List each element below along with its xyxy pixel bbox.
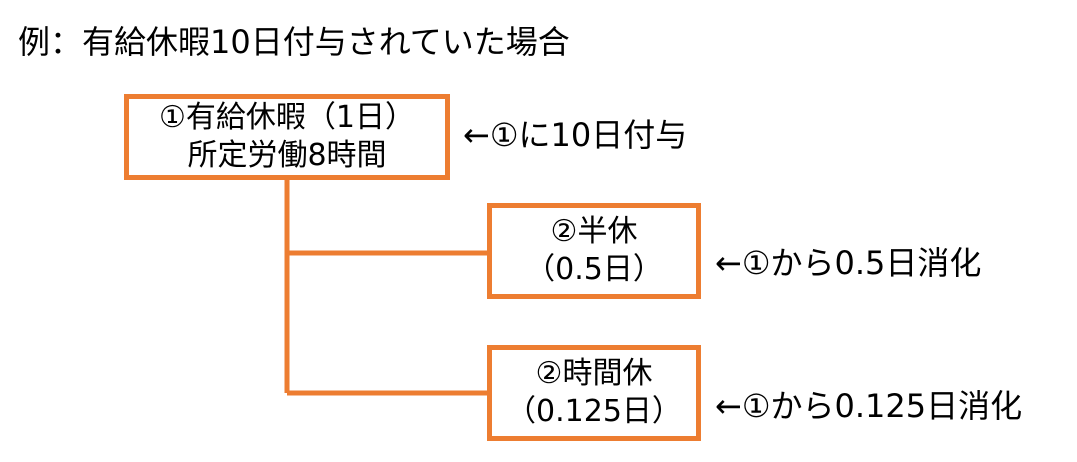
node-paid-leave-line2: 所定労働8時間 xyxy=(187,138,387,173)
node-paid-leave-line1: ①有給休暇（1日） xyxy=(159,100,415,135)
node-hourly-leave-line2: （0.125日） xyxy=(506,394,682,429)
node-hourly-leave-line1: ②時間休 xyxy=(535,356,653,391)
page-title: 例：有給休暇10日付与されていた場合 xyxy=(18,23,570,61)
node-paid-leave: ①有給休暇（1日） 所定労働8時間 xyxy=(124,94,450,180)
note-half-day: ←①から0.5日消化 xyxy=(715,244,982,282)
node-hourly-leave: ②時間休 （0.125日） xyxy=(487,345,701,441)
note-paid-leave: ←①に10日付与 xyxy=(463,116,688,154)
note-hourly-leave: ←①から0.125日消化 xyxy=(715,387,1023,425)
node-half-day: ②半休 （0.5日） xyxy=(487,203,701,299)
node-half-day-line2: （0.5日） xyxy=(525,252,663,287)
node-half-day-line1: ②半休 xyxy=(550,214,638,249)
